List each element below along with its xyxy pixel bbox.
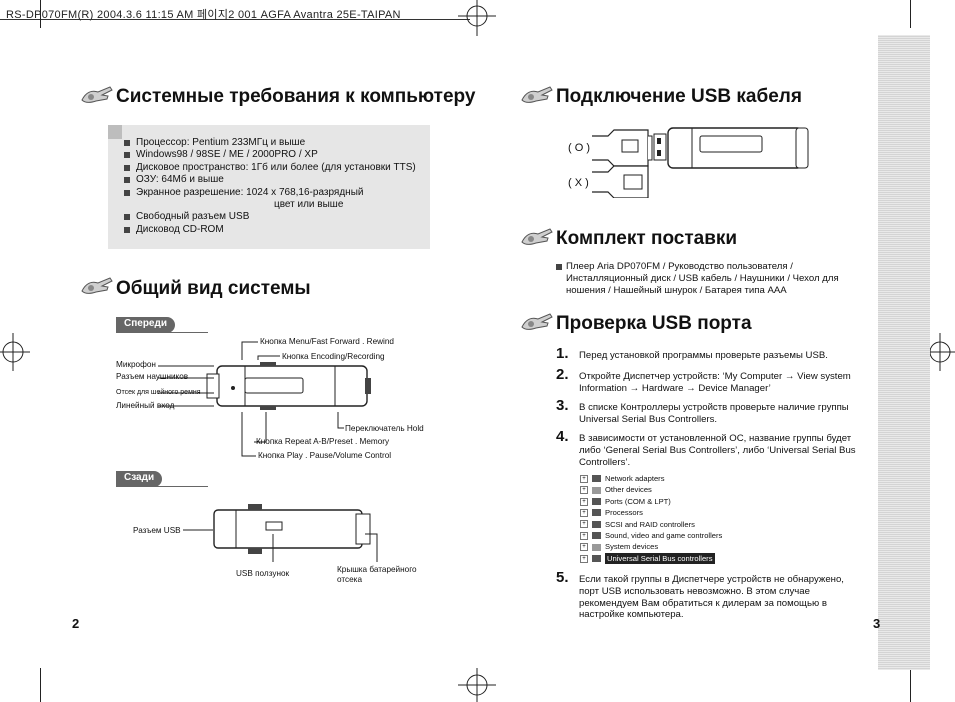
- hands-icon: [521, 86, 553, 103]
- sys-req-box: Процессор: Pentium 233МГц и выше Windows…: [108, 125, 430, 249]
- overview-title: Общий вид системы: [116, 278, 311, 299]
- callout-usb-port: Разъем USB: [133, 526, 181, 535]
- list-item: Свободный разъем USB: [124, 211, 416, 223]
- page-edge-stripe: [878, 35, 930, 670]
- step-text: Перед установкой программы проверьте раз…: [579, 350, 828, 361]
- port-icon: [592, 498, 601, 506]
- list-item: ОЗУ: 64Мб и выше: [124, 174, 416, 186]
- list-item: Дисковод CD-ROM: [124, 224, 416, 236]
- step-text: В списке Контроллеры устройств проверьте…: [579, 402, 849, 425]
- callout-hold: Переключатель Hold: [345, 424, 424, 433]
- step-number: 4.: [556, 428, 569, 445]
- callout-lines-back: [183, 529, 378, 562]
- pill-underline: [116, 332, 208, 333]
- device-manager-item[interactable]: +SCSI and RAID controllers: [580, 519, 722, 530]
- header-underline: [0, 19, 470, 20]
- player-front-illustration: [206, 362, 371, 410]
- usb-connection-illustration: [592, 127, 809, 198]
- callout-line-in: Линейный вход: [116, 401, 175, 410]
- device-manager-item[interactable]: +Processors: [580, 507, 722, 518]
- player-back-illustration: [213, 504, 371, 554]
- hands-icon: [81, 86, 113, 103]
- hands-icon: [521, 228, 553, 245]
- list-item: Дисковое пространство: 1Гб или более (дл…: [124, 162, 416, 174]
- step-number: 1.: [556, 345, 569, 362]
- crop-mark: [40, 668, 41, 702]
- back-label: Сзади: [116, 471, 163, 487]
- usb-check-title: Проверка USB порта: [556, 313, 752, 334]
- print-header: RS-DP070FM(R) 2004.3.6 11:15 AM 페이지2 001…: [6, 9, 401, 21]
- list-item: Процессор: Pentium 233МГц и выше: [124, 137, 416, 149]
- hands-icon: [521, 313, 553, 330]
- scsi-icon: [592, 520, 601, 528]
- callout-lanyard: Отсек для шейного ремня: [116, 389, 201, 396]
- step-number: 5.: [556, 569, 569, 586]
- callout-lines-front: [158, 341, 344, 457]
- step-number: 2.: [556, 366, 569, 383]
- box-corner: [108, 125, 122, 139]
- usb-icon: [592, 555, 601, 563]
- system-icon: [592, 543, 601, 551]
- step-text: Если такой группы в Диспетчере устройств…: [579, 574, 844, 621]
- registration-mark-bottom: [458, 668, 496, 702]
- callout-repeat: Кнопка Repeat A-B/Preset . Memory: [256, 437, 390, 446]
- step-text: В зависимости от установленной ОС, назва…: [579, 433, 856, 468]
- sys-req-title: Системные требования к компьютеру: [116, 86, 476, 107]
- step-number: 3.: [556, 397, 569, 414]
- callout-play: Кнопка Play . Pause/Volume Control: [258, 451, 392, 460]
- page-number-left: 2: [72, 616, 80, 631]
- step-text: Откройте Диспетчер устройств: ‘My Comput…: [579, 371, 851, 394]
- callout-menu: Кнопка Menu/Fast Forward . Rewind: [260, 337, 394, 346]
- list-item: Windows98 / 98SE / ME / 2000PRO / XP: [124, 149, 416, 161]
- device-manager-item[interactable]: +Sound, video and game controllers: [580, 530, 722, 541]
- package-text: Плеер Aria DP070FM / Руководство пользов…: [566, 261, 839, 296]
- unknown-device-icon: [592, 486, 601, 494]
- hands-icon: [81, 277, 113, 294]
- sys-req-list: Процессор: Pentium 233МГц и выше Windows…: [124, 137, 416, 236]
- page-number-right: 3: [873, 616, 881, 631]
- package-title: Комплект поставки: [556, 228, 738, 249]
- callout-battery-cover: Крышка батарейного отсека: [337, 565, 417, 584]
- pill-underline: [116, 486, 208, 487]
- list-item: Экранное разрешение: 1024 x 768,16-разря…: [124, 187, 416, 199]
- device-manager-tree: +Network adapters +Other devices +Ports …: [580, 473, 722, 565]
- device-manager-item[interactable]: +Other devices: [580, 484, 722, 495]
- callout-encoding: Кнопка Encoding/Recording: [282, 352, 385, 361]
- device-manager-item-selected[interactable]: +Universal Serial Bus controllers: [580, 552, 722, 565]
- device-manager-item[interactable]: +Ports (COM & LPT): [580, 496, 722, 507]
- list-item-continuation: цвет или выше: [274, 199, 344, 211]
- crop-mark: [40, 0, 41, 28]
- callout-headphones: Разъем наушников: [116, 372, 189, 381]
- registration-mark-right: [925, 333, 955, 371]
- processor-icon: [592, 509, 601, 517]
- crop-mark: [910, 668, 911, 702]
- crop-mark: [910, 0, 911, 28]
- sound-icon: [592, 532, 601, 540]
- registration-mark-left: [0, 333, 30, 371]
- package-bullet: [556, 264, 562, 270]
- ok-mark: ( O ): [568, 142, 590, 154]
- device-manager-item[interactable]: +System devices: [580, 541, 722, 552]
- callout-usb-slider: USB ползунок: [236, 569, 290, 578]
- device-manager-item[interactable]: +Network adapters: [580, 473, 722, 484]
- network-icon: [592, 475, 601, 483]
- usb-cable-title: Подключение USB кабеля: [556, 86, 802, 107]
- callout-mic: Микрофон: [116, 360, 156, 369]
- front-label: Спереди: [116, 317, 175, 333]
- no-mark: ( X ): [568, 177, 589, 189]
- registration-mark-top: [458, 0, 496, 36]
